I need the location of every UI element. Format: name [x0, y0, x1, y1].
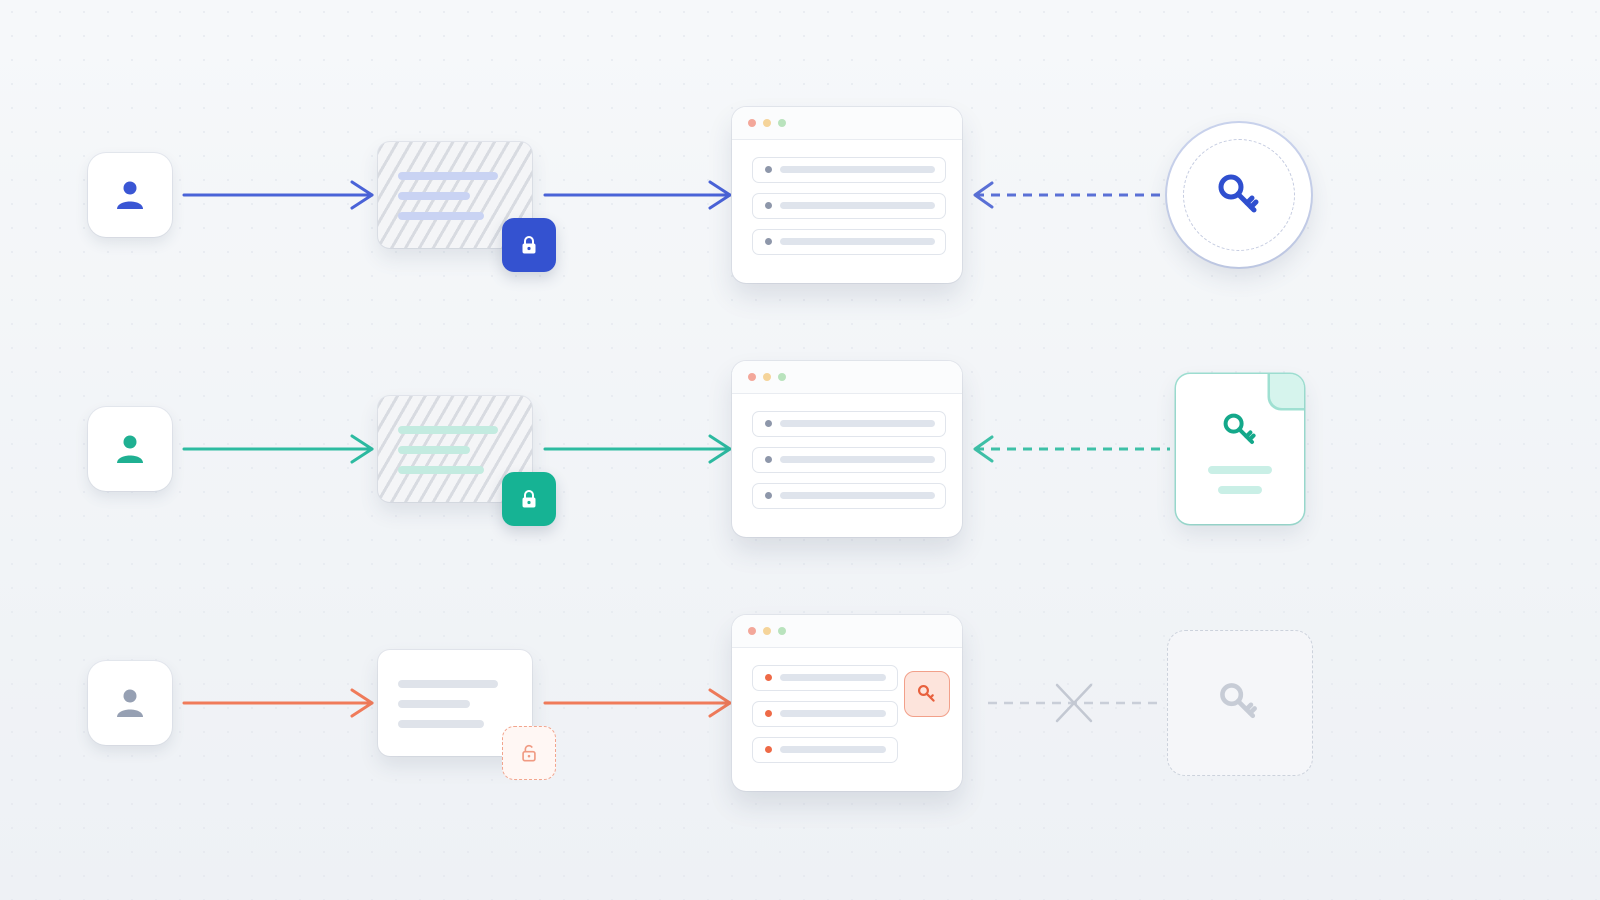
doc-line	[398, 466, 484, 474]
user-icon	[117, 689, 143, 717]
key-icon	[1223, 413, 1256, 444]
row-3-arrow-doc-to-window	[543, 688, 732, 718]
window-close-dot	[748, 627, 756, 635]
doc-line	[398, 192, 470, 200]
key-file-line	[1208, 466, 1272, 474]
key-icon	[1220, 683, 1257, 719]
row-1-key-vault-circle	[1167, 123, 1311, 267]
row-3-arrow-user-to-doc	[182, 688, 374, 718]
row-2-encrypted-document	[378, 396, 532, 502]
window-list-row	[752, 157, 946, 183]
row-1-dashed-key-link	[973, 181, 1162, 209]
user-icon	[117, 181, 143, 209]
row-2-key-file	[1176, 374, 1304, 524]
window-maximize-dot	[778, 373, 786, 381]
row-2-arrow-doc-to-window	[543, 434, 732, 464]
window-maximize-dot	[778, 119, 786, 127]
window-list-row	[752, 737, 898, 763]
row-2-dashed-key-link	[973, 435, 1170, 463]
row-3-missing-key-placeholder	[1167, 630, 1313, 776]
window-list-row	[752, 665, 898, 691]
row-2-arrow-user-to-doc	[182, 434, 374, 464]
window-maximize-dot	[778, 627, 786, 635]
window-minimize-dot	[763, 373, 771, 381]
row-3-app-window	[732, 615, 962, 791]
window-list-row	[752, 229, 946, 255]
x-mark-icon	[1055, 683, 1093, 723]
window-minimize-dot	[763, 119, 771, 127]
window-list-row	[752, 483, 946, 509]
doc-line	[398, 212, 484, 220]
row-1-app-window	[732, 107, 962, 283]
row-2-user-tile	[88, 407, 172, 491]
lock-icon	[522, 236, 536, 254]
row-2-lock-badge	[502, 472, 556, 526]
key-icon	[917, 684, 935, 702]
row-3-user-tile	[88, 661, 172, 745]
window-list-row	[752, 447, 946, 473]
window-close-dot	[748, 373, 756, 381]
row-1-arrow-user-to-doc	[182, 180, 374, 210]
row-1-lock-badge	[502, 218, 556, 272]
key-icon	[1218, 174, 1259, 213]
row-2-app-window	[732, 361, 962, 537]
key-vault-inner-ring	[1183, 139, 1295, 251]
row-3-blocked-key-link	[988, 683, 1160, 723]
window-titlebar	[732, 361, 962, 394]
doc-line	[398, 700, 470, 708]
window-exposed-key-chip	[904, 671, 950, 717]
key-file-line	[1218, 486, 1262, 494]
key-file-folded-corner	[1270, 374, 1304, 408]
window-list-row	[752, 701, 898, 727]
row-1-arrow-doc-to-window	[543, 180, 732, 210]
row-1-user-tile	[88, 153, 172, 237]
unlock-icon	[522, 744, 536, 762]
doc-line	[398, 720, 484, 728]
lock-icon	[522, 490, 536, 508]
window-titlebar	[732, 107, 962, 140]
doc-line	[398, 446, 470, 454]
row-3-unlocked-badge	[502, 726, 556, 780]
window-list-row	[752, 411, 946, 437]
doc-line	[398, 172, 498, 180]
window-list-row	[752, 193, 946, 219]
user-icon	[117, 435, 143, 463]
window-minimize-dot	[763, 627, 771, 635]
doc-line	[398, 680, 498, 688]
doc-line	[398, 426, 498, 434]
window-titlebar	[732, 615, 962, 648]
window-close-dot	[748, 119, 756, 127]
